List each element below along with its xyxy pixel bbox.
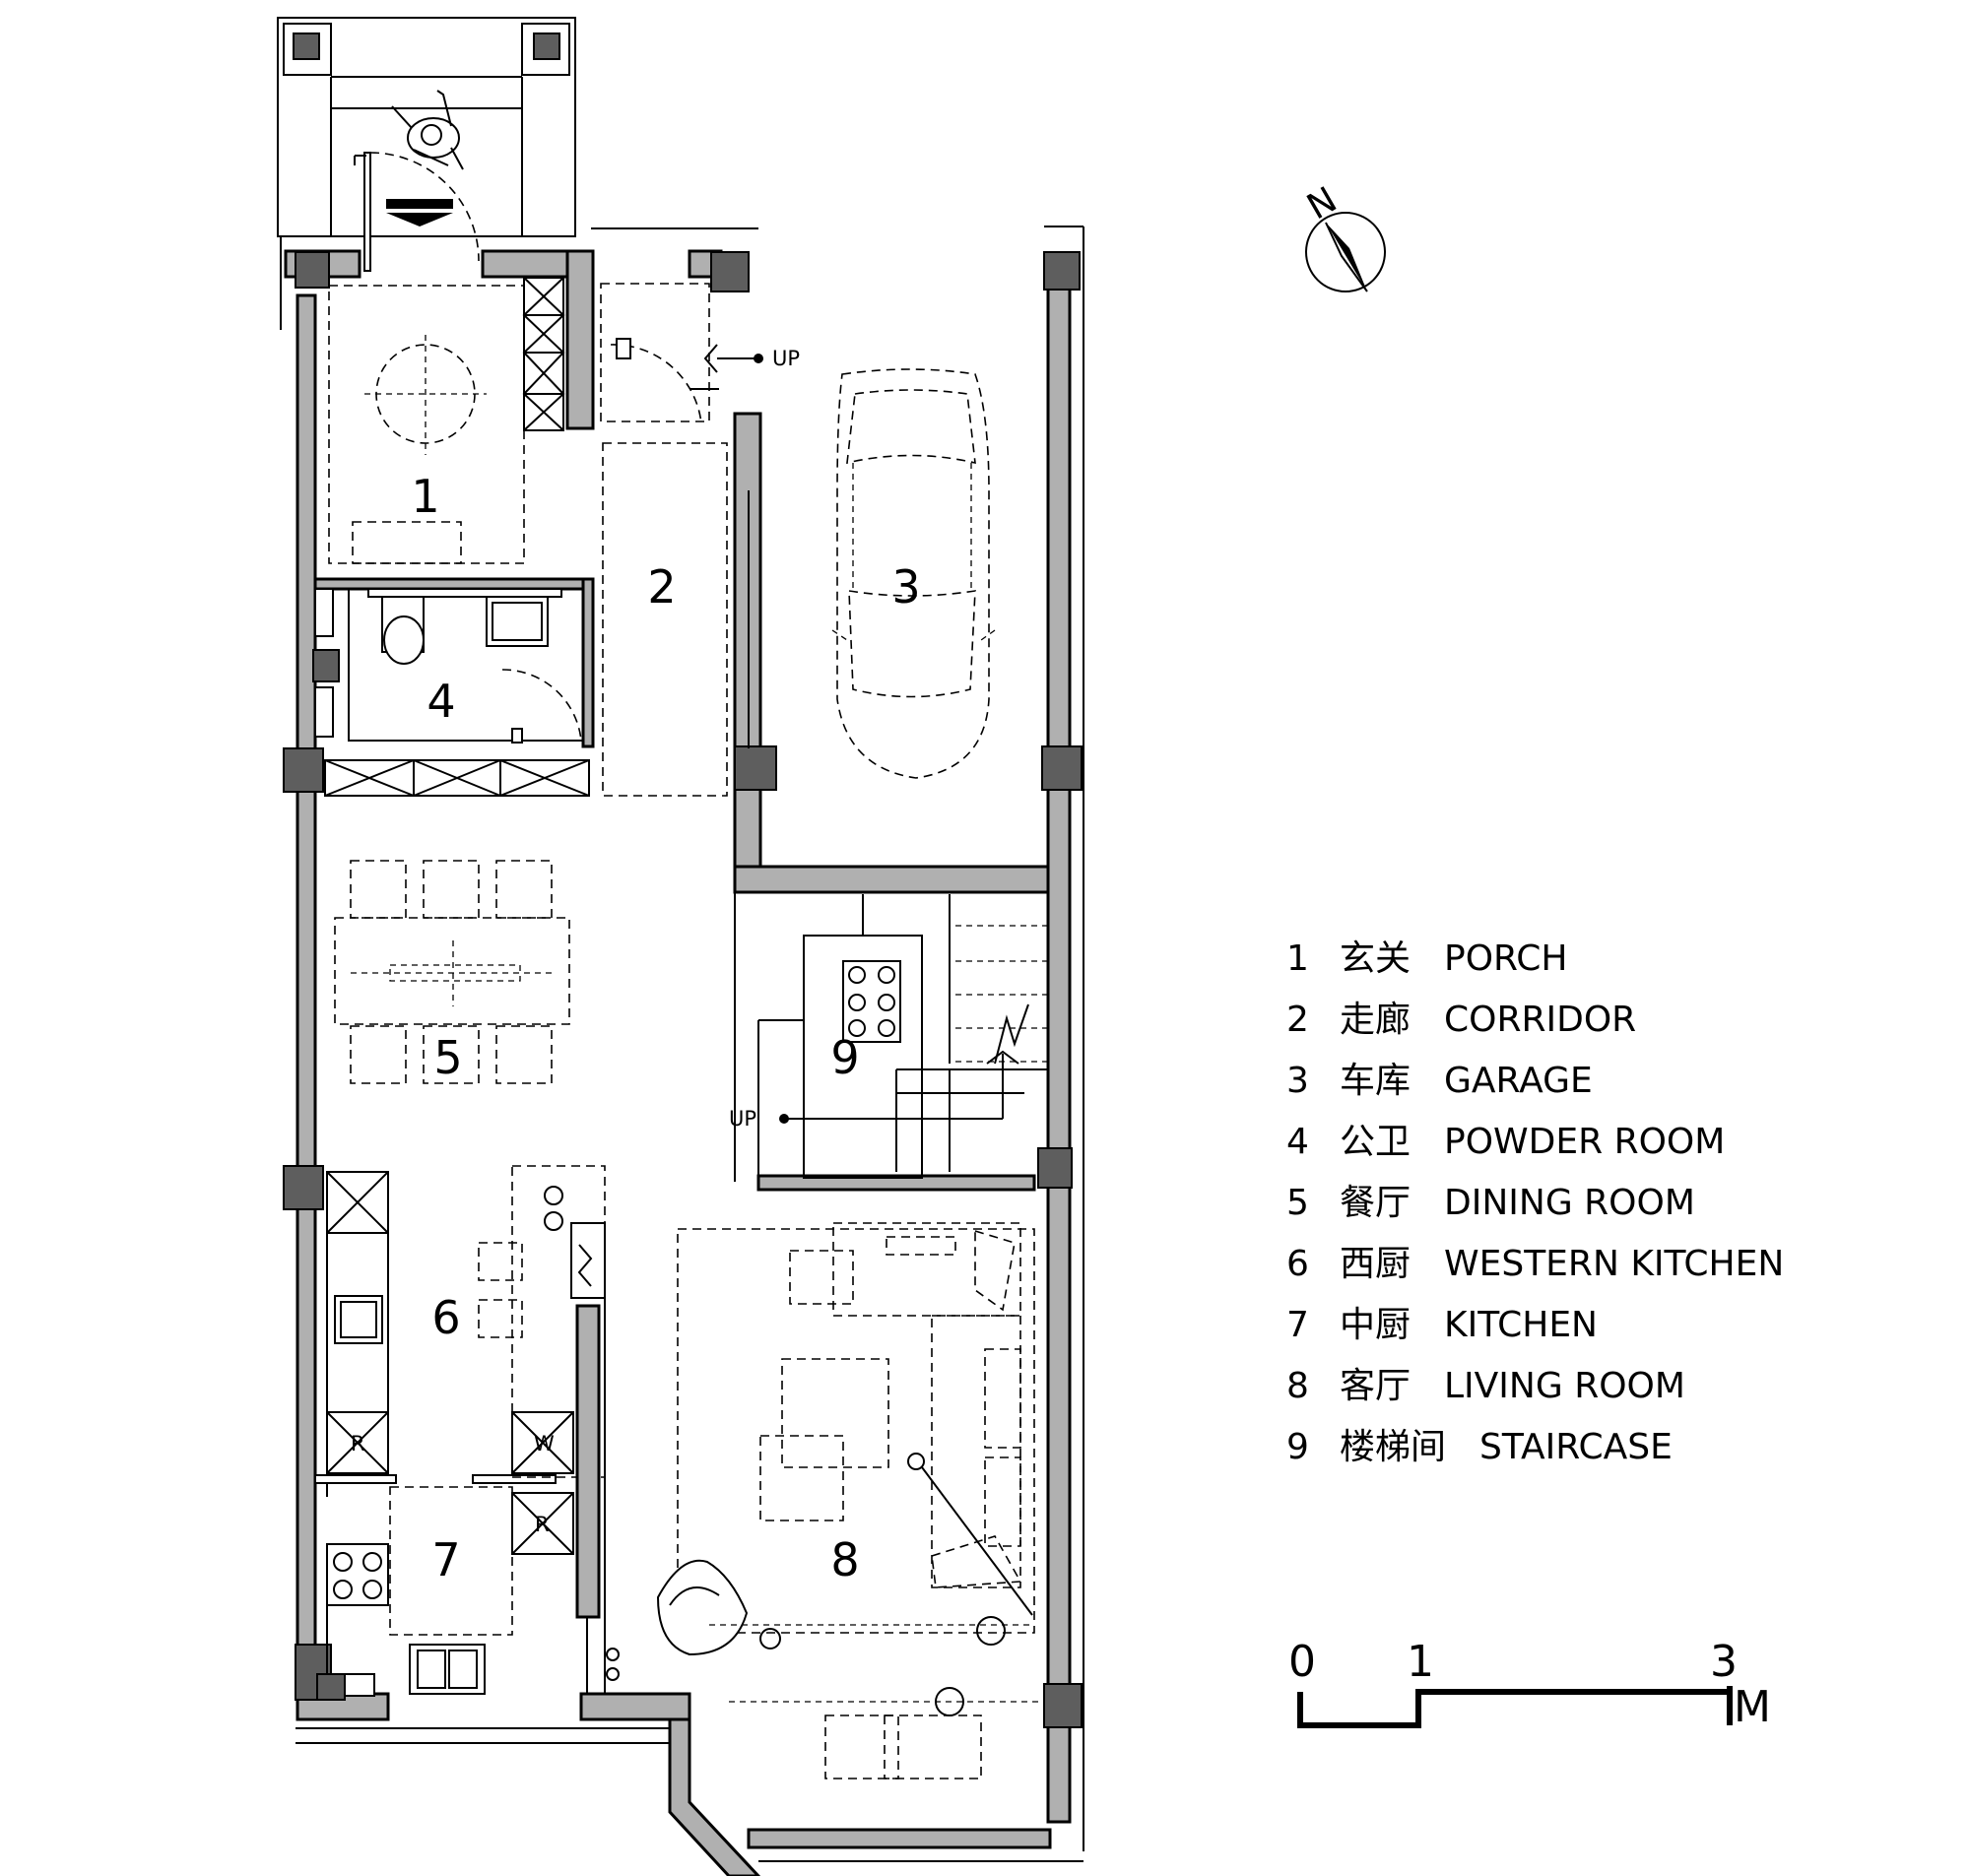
scale-label-1: 1: [1407, 1637, 1434, 1687]
garage-car: [831, 368, 996, 779]
room-number: 8: [830, 1533, 859, 1586]
legend-zh: 中厨: [1340, 1305, 1411, 1345]
legend-num: 9: [1286, 1427, 1309, 1467]
legend-zh: 走廊: [1340, 1000, 1411, 1040]
entry-platform: [277, 17, 576, 272]
room-labels: 1 2 3 4 5 6 7 8 9 UP UP R W R: [351, 347, 921, 1586]
powder-room: [312, 577, 595, 748]
scale-label-0: 0: [1288, 1637, 1316, 1687]
legend-num: 6: [1286, 1244, 1309, 1284]
scale-bar: 0 1 3 M: [1288, 1637, 1771, 1732]
room-number: 7: [431, 1533, 460, 1586]
corridor: [602, 442, 750, 797]
legend-en: PORCH: [1444, 938, 1567, 979]
legend: 1 玄关 PORCH 2 走廊 CORRIDOR 3 车库 GARAGE 4 公…: [1286, 938, 1784, 1467]
appliance-label: R: [535, 1513, 550, 1536]
building-outline: [280, 226, 1084, 1862]
kitchen-fixtures: [314, 1165, 606, 1701]
legend-en: CORRIDOR: [1444, 1000, 1636, 1040]
legend-en: GARAGE: [1444, 1061, 1593, 1101]
room-number: 5: [433, 1031, 462, 1084]
room-number: 1: [411, 470, 439, 523]
legend-en: LIVING ROOM: [1444, 1366, 1685, 1406]
legend-zh: 客厅: [1340, 1366, 1411, 1406]
porch: [328, 277, 565, 564]
legend-en: WESTERN KITCHEN: [1444, 1244, 1784, 1284]
scale-label-3: 3: [1710, 1637, 1738, 1687]
legend-en: STAIRCASE: [1479, 1427, 1673, 1467]
legend-zh: 公卫: [1340, 1122, 1411, 1162]
north-label: N: [1300, 179, 1344, 227]
dining-table: [334, 860, 570, 1084]
garage-vestibule: [600, 283, 763, 424]
room-number: 6: [431, 1291, 460, 1344]
legend-en: KITCHEN: [1444, 1305, 1598, 1345]
up-label-staircase: UP: [729, 1107, 756, 1131]
storage-cabinets: [324, 759, 590, 797]
legend-zh: 车库: [1340, 1061, 1411, 1101]
scale-unit: M: [1734, 1682, 1771, 1732]
appliance-label: W: [534, 1432, 555, 1456]
legend-zh: 西厨: [1340, 1244, 1411, 1284]
appliance-label: R: [351, 1432, 365, 1456]
room-number: 9: [830, 1031, 859, 1084]
legend-num: 1: [1286, 938, 1309, 979]
legend-zh: 楼梯间: [1340, 1427, 1446, 1467]
up-label-vestibule: UP: [772, 347, 800, 370]
person-icon: [391, 90, 464, 170]
entry-arrow-icon: [386, 199, 453, 226]
legend-num: 3: [1286, 1061, 1309, 1101]
living-room-furniture: [586, 1222, 1040, 1779]
room-number: 4: [427, 675, 455, 728]
legend-num: 8: [1286, 1366, 1309, 1406]
legend-num: 5: [1286, 1183, 1309, 1223]
legend-num: 2: [1286, 1000, 1309, 1040]
legend-num: 4: [1286, 1122, 1309, 1162]
room-number: 3: [891, 560, 920, 614]
legend-zh: 餐厅: [1340, 1183, 1411, 1223]
entry-door: [354, 152, 480, 272]
structural-columns: [283, 251, 1083, 1728]
legend-en: POWDER ROOM: [1444, 1122, 1725, 1162]
room-number: 2: [647, 560, 676, 614]
legend-zh: 玄关: [1340, 938, 1411, 979]
north-compass: N: [1300, 179, 1386, 292]
legend-num: 7: [1286, 1305, 1309, 1345]
staircase: [734, 886, 1048, 1182]
legend-en: DINING ROOM: [1444, 1183, 1695, 1223]
